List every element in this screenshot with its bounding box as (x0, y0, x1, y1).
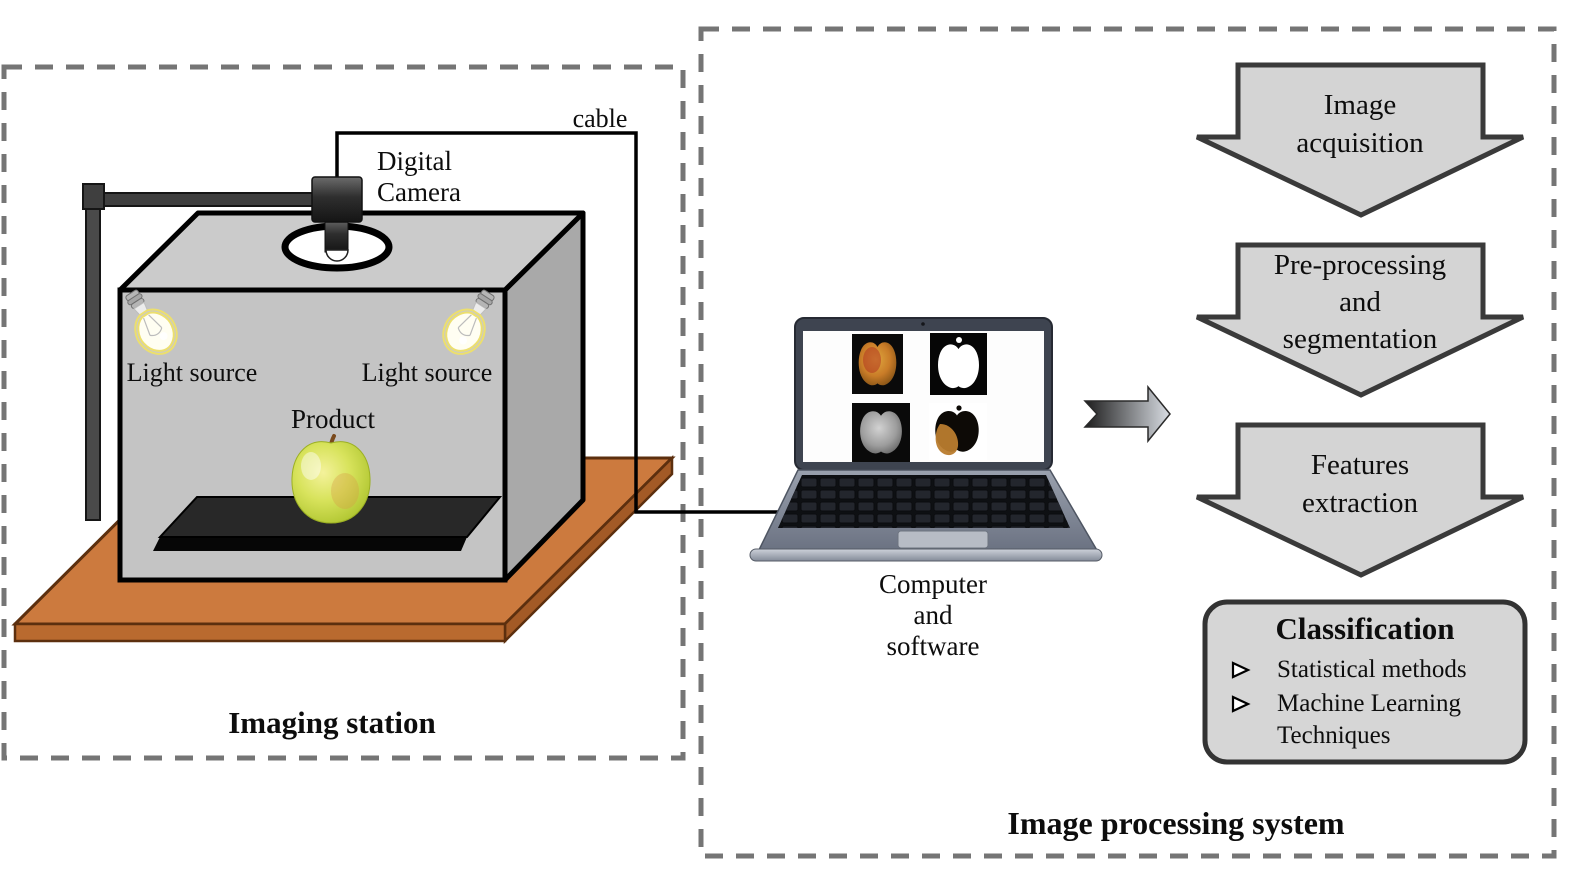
apple-product (291, 434, 371, 524)
flow-arrow-right-icon (1083, 384, 1171, 444)
step-label-image-acquisition: Image acquisition (1296, 89, 1424, 159)
classification-item-1: Statistical methods (1277, 656, 1467, 683)
screen-image-defect-apple (929, 403, 987, 460)
light-source-left-label: Light source (126, 358, 258, 387)
bullet-arrow-icon (1231, 695, 1251, 713)
screen-image-grayscale-apple (852, 403, 910, 462)
light-source-right-label: Light source (361, 358, 493, 387)
computer-caption: Computer and software (879, 569, 987, 661)
step-label-features-extraction: Features extraction (1302, 449, 1418, 519)
imaging-station-panel (1, 64, 686, 761)
classification-item-2-line-2: Techniques (1277, 722, 1391, 749)
screen-image-binary-mask (930, 333, 987, 395)
classification-item-2-line-1: Machine Learning (1277, 690, 1461, 717)
laptop (749, 317, 1103, 562)
cable-label: cable (572, 104, 628, 133)
screen-image-color-apple (852, 334, 903, 394)
imaging-station-title: Imaging station (228, 705, 436, 740)
bullet-arrow-icon (1231, 661, 1251, 679)
cable-line (335, 131, 782, 514)
image-processing-title: Image processing system (1007, 805, 1345, 841)
product-label: Product (291, 404, 375, 434)
step-label-preprocessing: Pre-processing and segmentation (1273, 249, 1447, 355)
classification-box (1202, 599, 1528, 765)
digital-camera-label: Digital Camera (377, 146, 461, 208)
classification-title: Classification (1275, 611, 1455, 646)
digital-camera-icon (281, 176, 393, 272)
image-processing-panel (698, 26, 1557, 859)
